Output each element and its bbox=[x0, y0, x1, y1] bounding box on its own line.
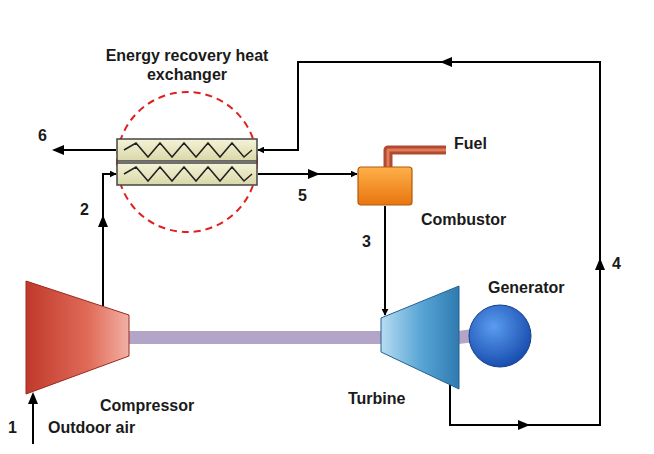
fuel-pipe bbox=[388, 150, 446, 168]
node-heading: Combustor bbox=[421, 210, 506, 229]
flow-line bbox=[258, 173, 357, 175]
compressor: Compressor bbox=[25, 280, 130, 395]
outlet-line bbox=[62, 149, 116, 151]
callout-number: 3 bbox=[362, 232, 371, 251]
combustor: Combustor bbox=[357, 166, 413, 206]
node-heading: Turbine bbox=[348, 389, 405, 408]
inlet-label: Outdoor air bbox=[48, 418, 135, 437]
callout-number: 1 bbox=[8, 418, 17, 437]
flow-line bbox=[258, 62, 600, 425]
turbine: Turbine bbox=[380, 285, 460, 390]
node-heading: Generator bbox=[488, 278, 564, 297]
node-heading: Energy recovery heat exchanger bbox=[88, 46, 286, 84]
highlight-circle bbox=[117, 92, 257, 232]
generator: Generator bbox=[468, 304, 532, 368]
callout-number: 6 bbox=[38, 126, 47, 145]
fuel-pipe-highlight bbox=[388, 150, 446, 168]
shaft bbox=[458, 336, 470, 338]
shaft bbox=[128, 331, 382, 344]
callout-number: 2 bbox=[80, 200, 89, 219]
flow-line bbox=[384, 206, 386, 315]
inlet-line bbox=[32, 402, 34, 444]
arrow-head bbox=[52, 145, 64, 155]
callout-number: 5 bbox=[298, 186, 307, 205]
fuel-label: Fuel bbox=[454, 134, 487, 153]
flow-line bbox=[103, 174, 116, 306]
callout-number: 4 bbox=[612, 254, 621, 273]
node-heading: Compressor bbox=[100, 396, 194, 415]
heat-exchanger: Energy recovery heat exchanger bbox=[116, 138, 258, 186]
arrow-head bbox=[28, 392, 38, 404]
